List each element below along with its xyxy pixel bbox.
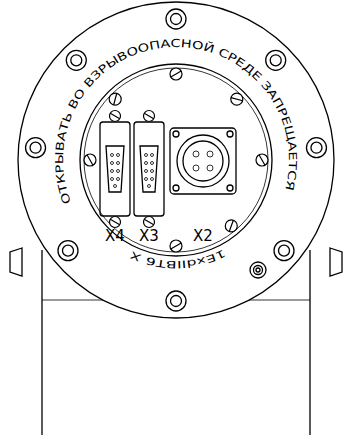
curved-inscription: ОТКРЫВАТЬ ВО ВЗРЫВООПАСНОЙ СРЕДЕ ЗАПРЕЩА… (53, 37, 299, 206)
cover-bolt (266, 50, 286, 70)
cover-bolt (270, 55, 281, 66)
slotted-screw (231, 93, 243, 105)
slotted-screw (109, 93, 121, 105)
cover-bolt (26, 138, 46, 158)
cover-bolt (311, 142, 322, 153)
slotted-screw (87, 155, 93, 165)
slotted-screw (114, 93, 117, 105)
cover-bolt (279, 245, 290, 256)
cover-bolt (274, 241, 294, 261)
slotted-screw (110, 113, 120, 119)
slotted-screw (110, 217, 121, 228)
cover-bolt (62, 245, 73, 256)
cover-bolt (171, 296, 182, 307)
slotted-screw (229, 220, 233, 231)
slotted-screw (171, 243, 181, 249)
slotted-screw (144, 217, 155, 228)
slotted-screw (110, 111, 121, 122)
slotted-screw (110, 219, 120, 225)
slotted-screw (231, 98, 243, 101)
slotted-screw (170, 240, 182, 252)
slotted-screw (144, 219, 154, 225)
slotted-screw (144, 111, 155, 122)
connector-label: X4 (105, 229, 125, 244)
slotted-screw (144, 113, 154, 119)
cover-bolt (166, 291, 186, 311)
cover-bolt (306, 138, 326, 158)
curved-inscription: 1ExdIIBT6 X (128, 247, 227, 270)
cover-bolt (58, 241, 78, 261)
slotted-screw (256, 154, 268, 166)
slotted-screw (170, 68, 182, 80)
cover-bolt (30, 142, 41, 153)
slotted-screw (259, 155, 265, 165)
slotted-screw (84, 154, 96, 166)
cover-bolt (166, 9, 186, 29)
slotted-screw (225, 220, 237, 232)
cover-bolt (71, 55, 82, 66)
connector-label: X3 (139, 229, 159, 244)
connector-label: X2 (193, 229, 213, 244)
curved-inscription: 1ExdIIBT6 X (128, 247, 227, 270)
curved-inscription: ОТКРЫВАТЬ ВО ВЗРЫВООПАСНОЙ СРЕДЕ ЗАПРЕЩА… (53, 37, 299, 206)
slotted-screw (171, 71, 181, 77)
cover-bolt (66, 50, 86, 70)
cover-bolt (171, 14, 182, 25)
